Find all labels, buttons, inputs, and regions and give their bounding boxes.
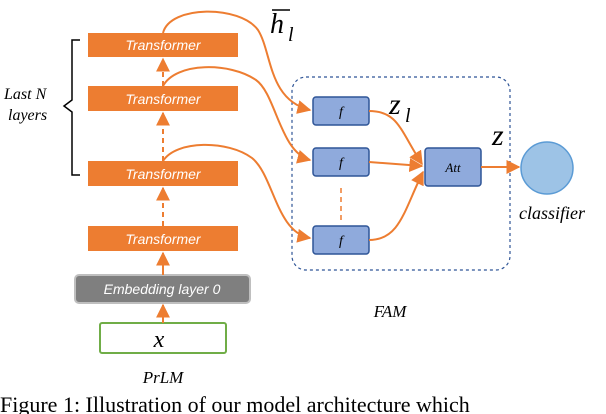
transformer-label: Transformer [125, 166, 202, 182]
transformer-layer-top: Transformer [88, 33, 238, 57]
transformer-label: Transformer [125, 37, 202, 53]
last-n-bracket [62, 39, 80, 176]
att-box: Att [424, 147, 482, 187]
f-to-att-arrows [368, 110, 424, 241]
input-box: x [99, 322, 227, 354]
last-n-label-line1: Last N [3, 86, 48, 103]
transformer-layer-bottom: Transformer [88, 226, 238, 251]
transformer-layer-third: Transformer [88, 161, 238, 186]
h-bar-symbol: h l [270, 9, 294, 46]
f-label: f [339, 156, 345, 171]
layer-to-f-arrows [162, 10, 312, 243]
transformer-layer-second: Transformer [88, 86, 238, 111]
transformer-label: Transformer [125, 91, 202, 107]
h-subscript: l [288, 24, 294, 46]
f-label: f [339, 234, 345, 249]
fam-label: FAM [373, 302, 408, 321]
f-box-2: f [312, 147, 370, 177]
f-box-1: f [312, 96, 370, 126]
last-n-label-line2: layers [8, 107, 47, 124]
att-label: Att [444, 160, 461, 175]
embedding-label: Embedding layer 0 [104, 281, 221, 297]
embedding-layer: Embedding layer 0 [74, 274, 251, 304]
input-x-label: x [153, 327, 165, 353]
h-symbol: h [270, 9, 284, 40]
z-l-main: z [388, 88, 401, 121]
f-label: f [339, 105, 345, 120]
classifier-node [520, 141, 574, 195]
transformer-label: Transformer [125, 231, 202, 247]
f-box-3: f [312, 225, 370, 255]
classifier-label: classifier [519, 203, 586, 223]
z-symbol: z [491, 119, 504, 152]
z-l-symbol: z l [388, 88, 411, 127]
z-l-subscript: l [405, 105, 411, 127]
prlm-label: PrLM [142, 368, 184, 387]
figure-caption: Figure 1: Illustration of our model arch… [0, 392, 470, 414]
